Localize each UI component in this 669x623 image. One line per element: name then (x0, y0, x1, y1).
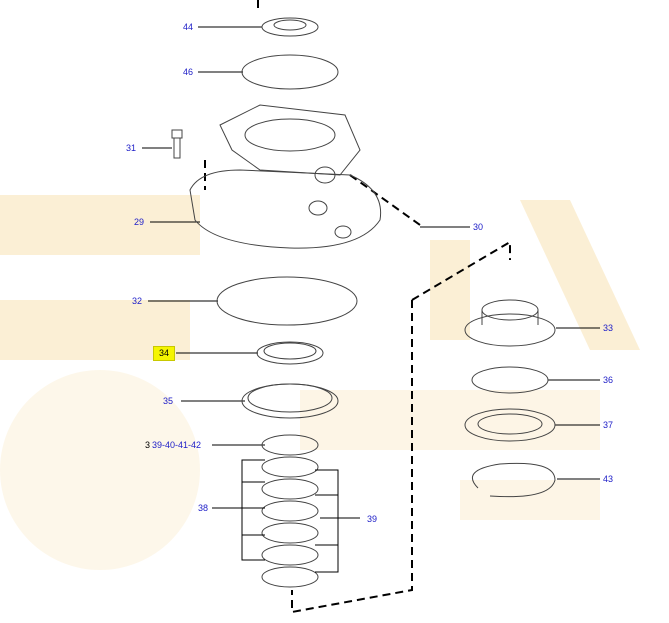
callout-34-highlighted[interactable]: 34 (153, 346, 176, 361)
part-35-ring (241, 383, 339, 419)
callout-46[interactable]: 46 (183, 67, 194, 77)
part-32-gasket (216, 276, 358, 326)
callout-33[interactable]: 33 (603, 323, 614, 333)
callout-32[interactable]: 32 (132, 296, 143, 306)
part-43-snap-ring (472, 462, 556, 498)
part-36-spring (471, 366, 549, 394)
callout-43[interactable]: 43 (603, 474, 614, 484)
clutch-disc-stack (261, 434, 319, 588)
part-33-hub (464, 299, 556, 347)
callout-36[interactable]: 36 (603, 375, 614, 385)
part-31-bolt (171, 129, 183, 159)
callout-44[interactable]: 44 (183, 22, 194, 32)
callout-30[interactable]: 30 (473, 222, 484, 232)
watermark-logo (0, 195, 640, 570)
callout-38[interactable]: 38 (198, 503, 209, 513)
callout-37[interactable]: 37 (603, 420, 614, 430)
part-29-housing (189, 104, 382, 249)
callout-39[interactable]: 39 (367, 514, 378, 524)
callout-kit-prefix: 3 (145, 440, 151, 450)
callout-35[interactable]: 35 (163, 396, 174, 406)
part-44-bearing (261, 17, 319, 37)
callout-39-40-41-42[interactable]: 39-40-41-42 (152, 440, 202, 450)
callout-31[interactable]: 31 (126, 143, 137, 153)
callout-29[interactable]: 29 (134, 217, 145, 227)
part-46-gasket (241, 54, 339, 90)
part-34-ring (256, 341, 324, 365)
part-37-plate (464, 408, 556, 442)
